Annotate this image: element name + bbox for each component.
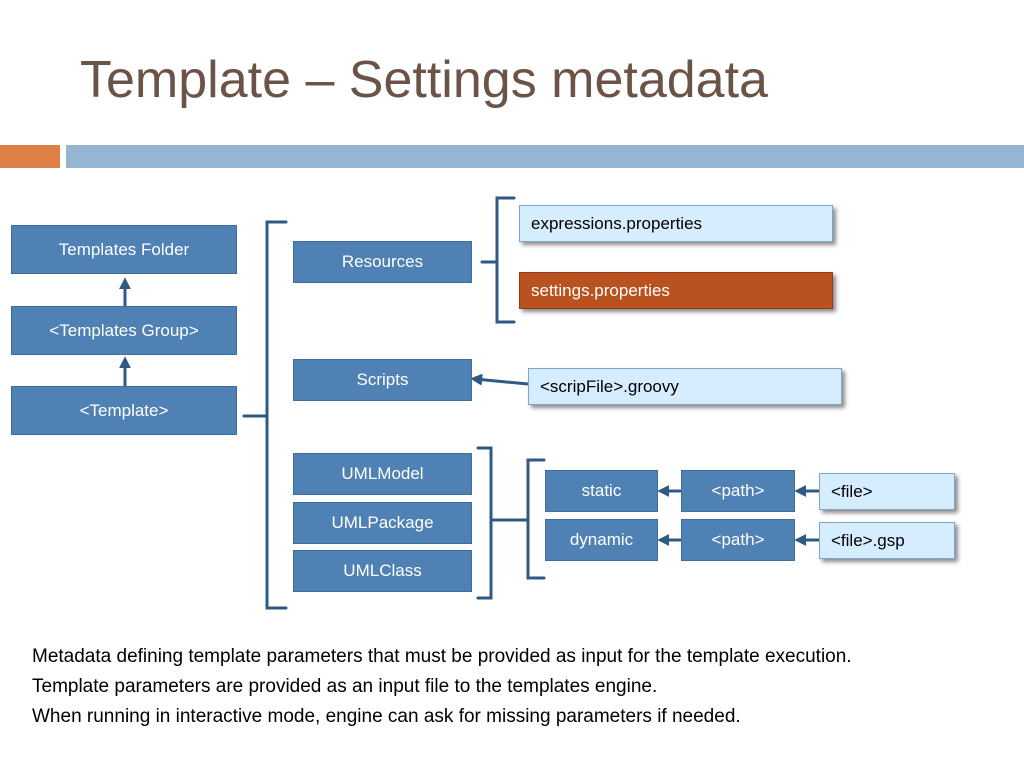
path-static-box: <path> xyxy=(681,470,795,512)
umlpackage-box: UMLPackage xyxy=(293,502,472,544)
template-main-bracket xyxy=(265,220,288,610)
path-dynamic-box: <path> xyxy=(681,519,795,561)
umlclass-box: UMLClass xyxy=(293,550,472,592)
templates-group-box: <Templates Group> xyxy=(11,306,237,355)
title-accent-bar-orange xyxy=(0,145,60,168)
title-accent-bar-blue xyxy=(66,145,1024,168)
umlmodel-box: UMLModel xyxy=(293,453,472,495)
file-static-box: <file> xyxy=(819,473,955,510)
dynamic-box: dynamic xyxy=(545,519,658,561)
slide-title: Template – Settings metadata xyxy=(80,51,768,109)
script-file-box: <scripFile>.groovy xyxy=(528,368,842,405)
static-box: static xyxy=(545,470,658,512)
resources-box: Resources xyxy=(293,241,472,283)
generation-bracket xyxy=(526,458,546,580)
settings-properties-box: settings.properties xyxy=(519,272,833,309)
caption-text: Metadata defining template parameters th… xyxy=(32,642,992,732)
caption-line-3: When running in interactive mode, engine… xyxy=(32,706,741,727)
template-box: <Template> xyxy=(11,386,237,435)
resources-brace xyxy=(480,196,516,324)
file-dynamic-box: <file>.gsp xyxy=(819,522,955,559)
caption-line-1: Metadata defining template parameters th… xyxy=(32,646,852,667)
arrow-scriptfile-to-scripts xyxy=(470,373,530,386)
uml-brace xyxy=(476,446,493,600)
caption-line-2: Template parameters are provided as an i… xyxy=(32,676,658,697)
scripts-box: Scripts xyxy=(293,359,472,401)
templates-folder-box: Templates Folder xyxy=(11,225,237,274)
expressions-properties-box: expressions.properties xyxy=(519,205,833,242)
